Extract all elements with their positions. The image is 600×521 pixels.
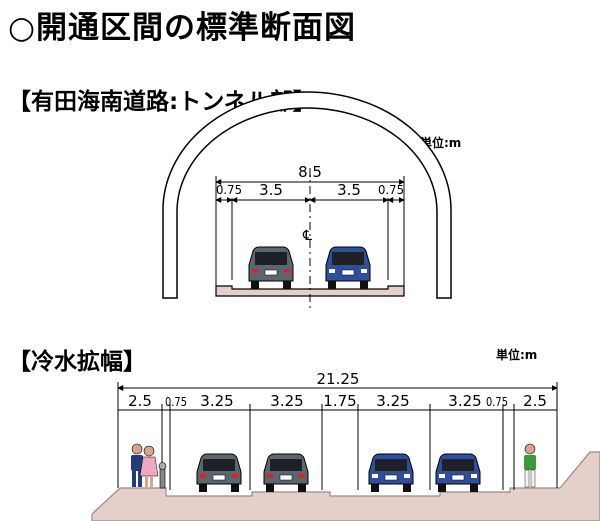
widening-lane-width-9: 2.5 xyxy=(523,392,547,410)
tunnel-section: ℄ 8.5 0.75 3.5 3.5 0.75 xyxy=(162,91,452,312)
pedestrian-couple xyxy=(131,443,159,487)
tunnel-lane-width-4: 0.75 xyxy=(378,183,404,197)
widening-dimension-lines xyxy=(117,382,558,490)
widening-car-gray-2 xyxy=(263,453,309,492)
widening-lane-width-3: 3.25 xyxy=(200,392,233,410)
tunnel-total-width: 8.5 xyxy=(298,163,322,181)
widening-lane-width-1: 2.5 xyxy=(128,392,152,410)
widening-car-blue-1 xyxy=(368,453,414,492)
widening-lane-width-5: 1.75 xyxy=(323,392,356,410)
centerline-symbol: ℄ xyxy=(302,228,312,244)
widening-lane-width-8: 0.75 xyxy=(486,395,508,409)
tunnel-lane-width-2: 3.5 xyxy=(259,181,283,199)
tunnel-unit-label: 単位:m xyxy=(420,136,462,150)
widening-section: 21.25 2.5 0.75 3.25 3.25 1.75 3.25 3.25 … xyxy=(91,370,600,521)
page-title: ○開通区間の標準断面図 xyxy=(8,10,357,46)
pedestrian-right xyxy=(524,443,536,488)
tunnel-lane-width-1: 0.75 xyxy=(216,183,242,197)
widening-car-gray-1 xyxy=(196,453,242,492)
tunnel-car-blue xyxy=(325,246,371,289)
tunnel-car-gray xyxy=(248,246,294,289)
widening-lane-width-6: 3.25 xyxy=(376,392,409,410)
tunnel-lane-width-3: 3.5 xyxy=(337,181,361,199)
widening-ground xyxy=(91,451,600,521)
curb-bollard xyxy=(158,462,167,489)
widening-lane-width-7: 3.25 xyxy=(448,392,481,410)
widening-lane-width-4: 3.25 xyxy=(270,392,303,410)
widening-total-width: 21.25 xyxy=(317,370,360,388)
widening-car-blue-2 xyxy=(435,453,481,492)
tunnel-road-slab xyxy=(215,285,405,297)
tunnel-dimension-lines xyxy=(215,176,405,288)
widening-lane-width-2: 0.75 xyxy=(165,395,187,409)
widening-section-heading: 【冷水拡幅】 xyxy=(8,349,146,375)
widening-unit-label: 単位:m xyxy=(496,348,538,362)
tunnel-lining xyxy=(162,91,452,299)
